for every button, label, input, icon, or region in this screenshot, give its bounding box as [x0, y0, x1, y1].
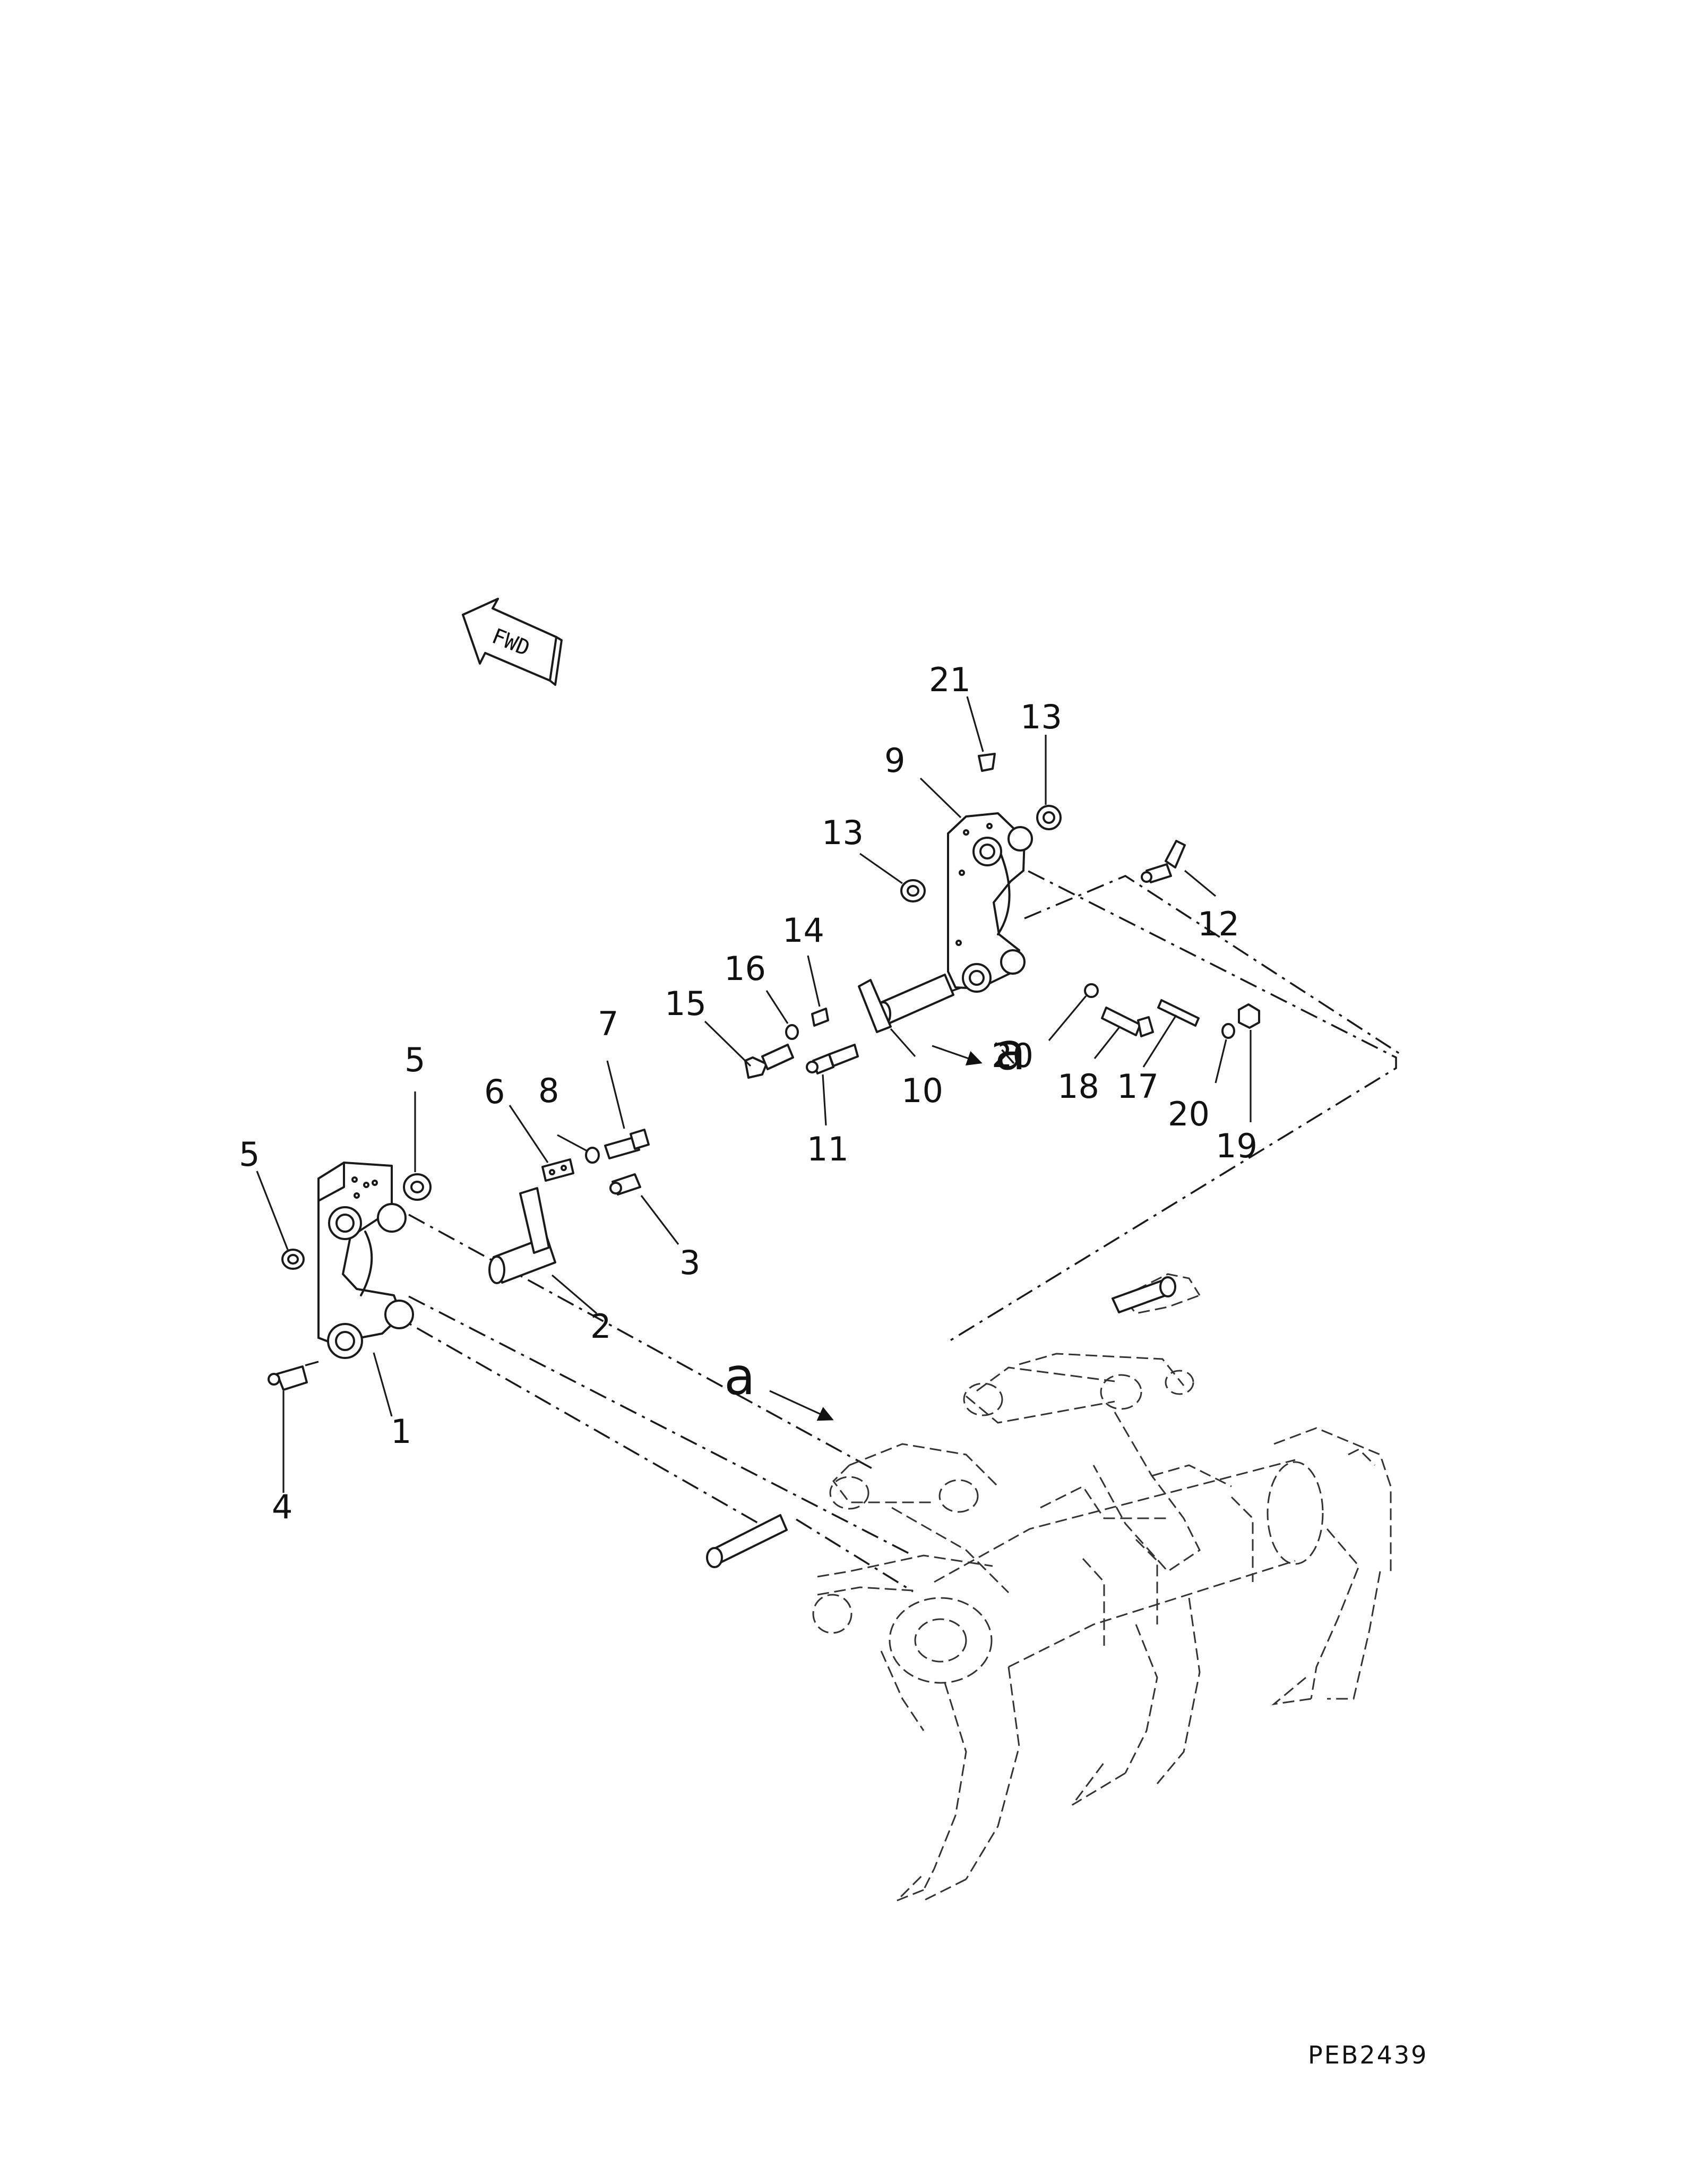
washer-20a [1084, 983, 1099, 998]
callout-9: 9 [884, 741, 905, 780]
callout-19: 19 [1216, 1127, 1258, 1165]
bolt-7 [604, 1129, 650, 1159]
callout-18: 18 [1057, 1067, 1099, 1106]
callout-4: 4 [272, 1487, 292, 1526]
nut-19 [1238, 1003, 1260, 1029]
callout-11: 11 [807, 1130, 849, 1168]
grease-fitting-11 [806, 1044, 859, 1074]
callout-20-right: 20 [1168, 1095, 1210, 1133]
callout-14: 14 [782, 911, 824, 950]
bushing-5a [281, 1249, 305, 1270]
washer-20b [1221, 1023, 1235, 1039]
alignment-lines [305, 855, 1405, 1593]
callout-12: 12 [1198, 905, 1239, 943]
callout-1: 1 [391, 1412, 411, 1451]
fwd-arrow-icon: FWD [462, 598, 563, 686]
callout-5-top: 5 [404, 1041, 425, 1079]
washer-16 [785, 1024, 799, 1040]
view-marker-label-upper: a [995, 1022, 1026, 1081]
bracket-rh [947, 812, 1033, 993]
ripper-assembly-phantom [812, 1273, 1392, 1902]
grease-fitting-3 [609, 1173, 641, 1196]
callouts: 1 2 3 4 5 5 6 7 8 9 10 11 12 13 13 14 15… [239, 660, 1258, 1526]
bolt-15 [744, 1044, 794, 1079]
callout-7: 7 [598, 1004, 618, 1043]
loose-pin-lower [706, 1514, 788, 1568]
view-marker-label-lower: a [724, 1347, 755, 1406]
callout-15: 15 [665, 984, 707, 1023]
callout-21: 21 [929, 660, 971, 699]
callout-13-right: 13 [1020, 698, 1062, 736]
callout-8: 8 [538, 1071, 559, 1110]
bushing-5b [403, 1173, 432, 1201]
grease-fitting-4 [268, 1365, 308, 1391]
stud-17 [1157, 999, 1200, 1027]
callout-16: 16 [724, 949, 766, 988]
plug-21 [978, 753, 996, 772]
callout-5-left: 5 [239, 1135, 260, 1174]
callout-10: 10 [901, 1071, 943, 1110]
callout-3: 3 [679, 1243, 700, 1282]
bushing-13a [900, 879, 926, 902]
washer-8 [585, 1147, 600, 1164]
callout-20-left: 20 [992, 1036, 1034, 1075]
plate-6 [541, 1158, 574, 1182]
pin-lh [488, 1187, 556, 1284]
drawing-code: PEB2439 [1308, 2041, 1428, 2069]
callout-2: 2 [590, 1307, 611, 1346]
bushing-13b [1036, 805, 1062, 830]
callout-17: 17 [1117, 1067, 1159, 1106]
elbow-fitting-12 [1141, 840, 1186, 883]
bracket-lh [317, 1162, 414, 1359]
pin-rh [858, 974, 954, 1033]
callout-13-left: 13 [822, 813, 864, 852]
leader-lines [256, 696, 1252, 1493]
bolt-18 [1101, 1007, 1154, 1037]
callout-6: 6 [484, 1072, 505, 1111]
plate-14 [811, 1008, 829, 1027]
loose-pin-upper [1112, 1276, 1176, 1313]
